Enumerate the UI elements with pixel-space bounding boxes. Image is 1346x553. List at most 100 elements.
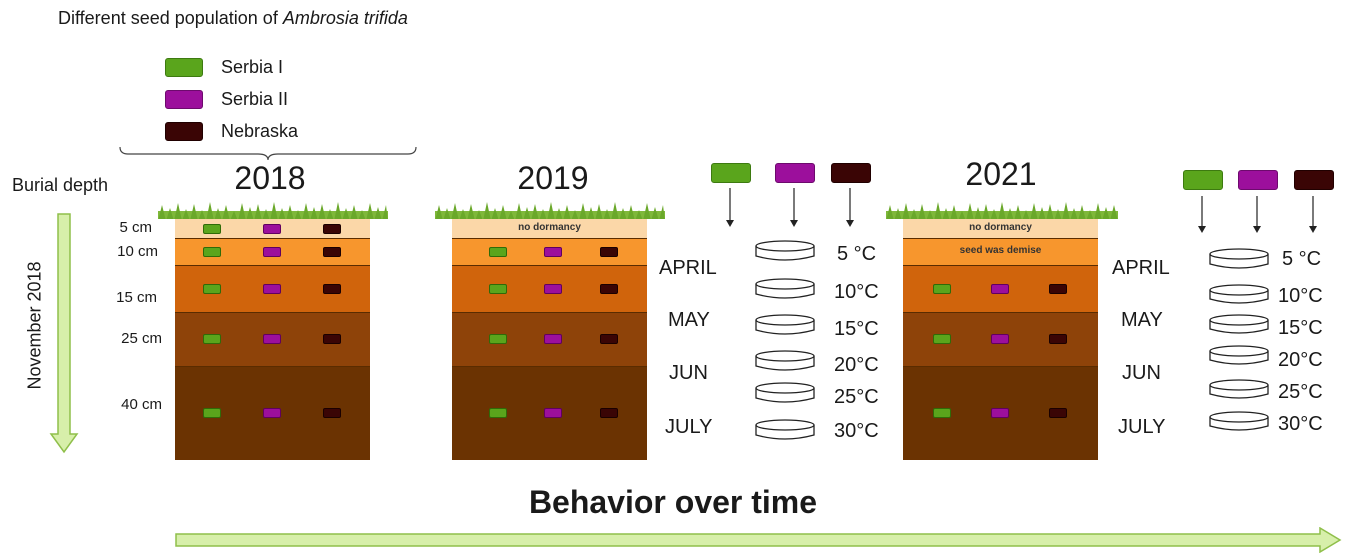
seed-serbia-1 (933, 284, 951, 294)
seed-nebraska (1049, 408, 1067, 418)
seed-nebraska (600, 284, 618, 294)
down-arrows-2019 (726, 188, 854, 227)
seed-serbia-1 (203, 408, 221, 418)
temp-25: 25°C (1278, 381, 1323, 403)
swatch-serbia-2 (775, 163, 815, 183)
temp-15: 15°C (834, 318, 879, 340)
seed-serbia-1 (203, 284, 221, 294)
soil-layer-10cm (903, 238, 1098, 265)
seed-serbia-2 (991, 408, 1009, 418)
seed-serbia-2 (263, 247, 281, 257)
month-jun: JUN (669, 362, 708, 384)
burial-depth-label: Burial depth (12, 175, 109, 195)
seed-serbia-1 (933, 334, 951, 344)
legend-label: Nebraska (221, 120, 299, 141)
seed-nebraska (600, 334, 618, 344)
month-may: MAY (1121, 309, 1163, 331)
seed-serbia-2 (544, 284, 562, 294)
legend-label: Serbia II (221, 88, 289, 109)
soil-column-2018 (175, 219, 370, 460)
depth-25cm: 25 cm (121, 330, 162, 347)
legend-item-serbia-2: Serbia II (165, 89, 288, 109)
seed-nebraska (323, 284, 341, 294)
temp-30: 30°C (1278, 413, 1323, 435)
depth-5cm: 5 cm (119, 219, 152, 236)
legend-swatch-nebraska (165, 121, 203, 141)
seed-serbia-1 (933, 408, 951, 418)
seed-serbia-2 (263, 224, 281, 234)
title-prefix: Different seed population of (58, 8, 283, 28)
temp-5: 5 °C (837, 243, 877, 265)
behavior-over-time-label: Behavior over time (528, 484, 818, 520)
seed-serbia-1 (203, 334, 221, 344)
title-species: Ambrosia trifida (282, 8, 408, 28)
legend-swatch-serbia-2 (165, 89, 203, 109)
soil-layer-5cm (903, 219, 1098, 238)
temp-25: 25°C (834, 386, 879, 408)
seed-nebraska (600, 408, 618, 418)
seed-serbia-1 (203, 247, 221, 257)
swatch-serbia-1 (711, 163, 751, 183)
petri-dishes-2019 (755, 240, 815, 440)
seed-serbia-1 (203, 224, 221, 234)
seed-nebraska (1049, 334, 1067, 344)
seed-serbia-2 (991, 334, 1009, 344)
month-april: APRIL (659, 257, 717, 279)
seed-serbia-1 (489, 334, 507, 344)
month-april: APRIL (1112, 257, 1170, 279)
soil-column-2019: no dormancy (452, 219, 647, 460)
year-2021: 2021 (965, 156, 1037, 192)
grass-2018 (158, 202, 388, 219)
legend-swatch-serbia-1 (165, 57, 203, 77)
temp-20: 20°C (834, 354, 879, 376)
seed-nebraska (323, 247, 341, 257)
depth-15cm: 15 cm (116, 289, 157, 306)
seed-serbia-2 (544, 247, 562, 257)
figure-title: Different seed population of Ambrosia tr… (58, 8, 408, 29)
month-july: JULY (665, 416, 713, 438)
seed-serbia-1 (489, 247, 507, 257)
legend-item-nebraska: Nebraska (165, 121, 298, 141)
depth-10cm: 10 cm (117, 243, 158, 260)
time-arrow (175, 527, 1342, 553)
note-no-dormancy: no dormancy (969, 222, 1032, 233)
legend-item-serbia-1: Serbia I (165, 57, 283, 77)
temp-5: 5 °C (1282, 248, 1322, 270)
month-may: MAY (668, 309, 710, 331)
seed-serbia-2 (544, 334, 562, 344)
temp-10: 10°C (1278, 285, 1323, 307)
legend-brace (119, 146, 417, 161)
seed-nebraska (323, 224, 341, 234)
seed-nebraska (1049, 284, 1067, 294)
november-2018-label: November 2018 (24, 261, 45, 390)
month-jun: JUN (1122, 362, 1161, 384)
seed-serbia-2 (544, 408, 562, 418)
swatch-serbia-1 (1183, 170, 1223, 190)
seed-serbia-2 (263, 334, 281, 344)
swatch-nebraska (1294, 170, 1334, 190)
depth-40cm: 40 cm (121, 396, 162, 413)
temp-10: 10°C (834, 281, 879, 303)
swatch-serbia-2 (1238, 170, 1278, 190)
seed-serbia-2 (263, 408, 281, 418)
year-2019: 2019 (517, 160, 589, 196)
grass-2019 (435, 202, 665, 219)
seed-nebraska (323, 334, 341, 344)
soil-layer-5cm (452, 219, 647, 238)
seed-serbia-2 (263, 284, 281, 294)
down-arrow (49, 213, 79, 454)
seed-serbia-1 (489, 284, 507, 294)
temp-20: 20°C (1278, 349, 1323, 371)
seed-serbia-1 (489, 408, 507, 418)
note-seed-demise: seed was demise (959, 245, 1042, 256)
note-no-dormancy: no dormancy (518, 222, 581, 233)
seed-nebraska (323, 408, 341, 418)
grass-2021 (886, 202, 1118, 219)
temp-15: 15°C (1278, 317, 1323, 339)
year-2018: 2018 (234, 160, 306, 196)
legend-label: Serbia I (221, 56, 284, 77)
seed-serbia-2 (991, 284, 1009, 294)
swatch-nebraska (831, 163, 871, 183)
soil-column-2021: no dormancy seed was demise (903, 219, 1098, 460)
petri-dishes-2021 (1209, 248, 1269, 431)
